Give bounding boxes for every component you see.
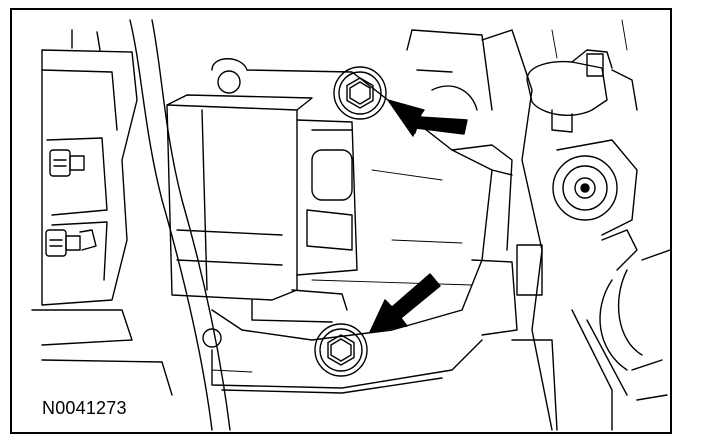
engine-component-drawing: [31, 19, 670, 431]
figure-id-label: N0041273: [40, 398, 129, 419]
right-engine-structure: [406, 29, 558, 431]
sensor-connector: [526, 49, 638, 133]
shading-lines: [211, 19, 628, 373]
actuator-body: [166, 94, 358, 323]
side-bolt-bottom: [45, 229, 97, 257]
lower-bolt: [314, 323, 368, 377]
lower-right-hose: [571, 229, 670, 431]
round-fitting: [552, 139, 638, 236]
left-engine-block: [31, 29, 173, 396]
side-bolt-top: [49, 149, 85, 177]
coolant-tube: [129, 19, 231, 431]
upper-bolt: [333, 66, 387, 120]
lower-arrow: [369, 273, 441, 333]
illustration-frame: N0041273: [10, 8, 672, 434]
upper-arrow: [387, 99, 468, 137]
